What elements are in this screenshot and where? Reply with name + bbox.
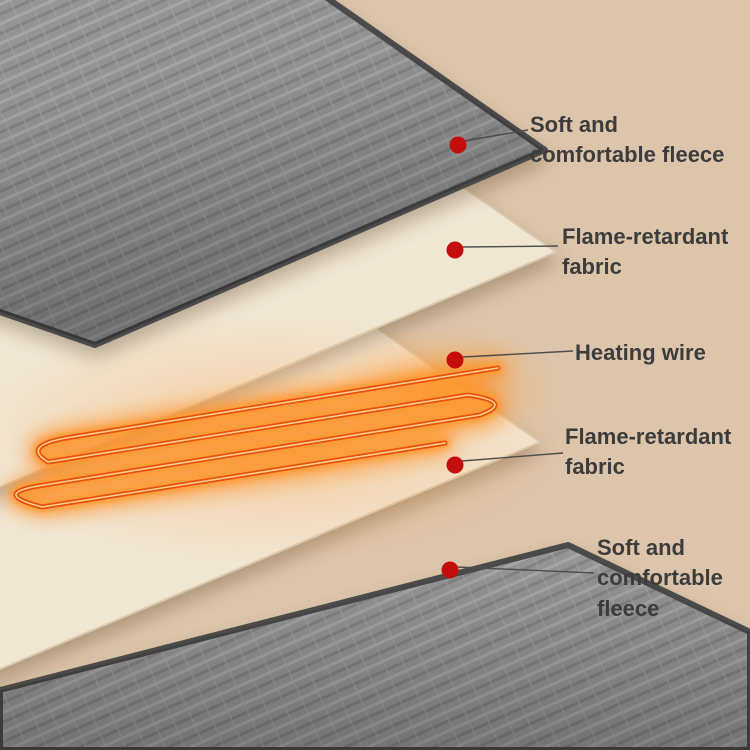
label-line: Flame-retardant: [565, 424, 732, 449]
marker-dot: [449, 136, 467, 154]
fleece-bottom-layer: [0, 542, 750, 750]
leader-line: [456, 566, 595, 574]
label-line: fleece: [597, 595, 660, 621]
marker-dot: [446, 241, 464, 259]
leader-line: [462, 245, 559, 248]
label-line: Flame-retardant: [562, 224, 729, 249]
marker-dot: [441, 561, 459, 579]
marker-dot: [446, 456, 464, 474]
label-line: fabric: [565, 454, 625, 480]
fleece-top-shading: [0, 0, 545, 345]
label-fleece-bottom: Soft and comfortable fleece: [597, 533, 723, 624]
leader-line: [461, 452, 564, 462]
marker-dot: [446, 351, 464, 369]
label-line: fabric: [562, 254, 622, 280]
fleece-top-layer: [0, 0, 548, 348]
fleece-bottom-shading: [0, 545, 750, 750]
annotations: [441, 129, 595, 579]
label-line: comfortable: [597, 565, 723, 591]
label-line: comfortable fleece: [530, 142, 725, 168]
heating-wire: [0, 315, 575, 565]
label-line: Soft and: [597, 535, 685, 560]
label-fleece-top: Soft and comfortable fleece: [530, 110, 724, 171]
label-heating-wire: Heating wire: [575, 338, 706, 368]
label-fabric-lower: Flame-retardant fabric: [565, 422, 731, 483]
label-line: Heating wire: [575, 340, 706, 365]
label-fabric-upper: Flame-retardant fabric: [562, 222, 728, 283]
leader-line: [462, 350, 574, 358]
wire-highlight: [15, 367, 499, 508]
leader-line: [463, 129, 529, 142]
label-line: Soft and: [530, 112, 618, 137]
